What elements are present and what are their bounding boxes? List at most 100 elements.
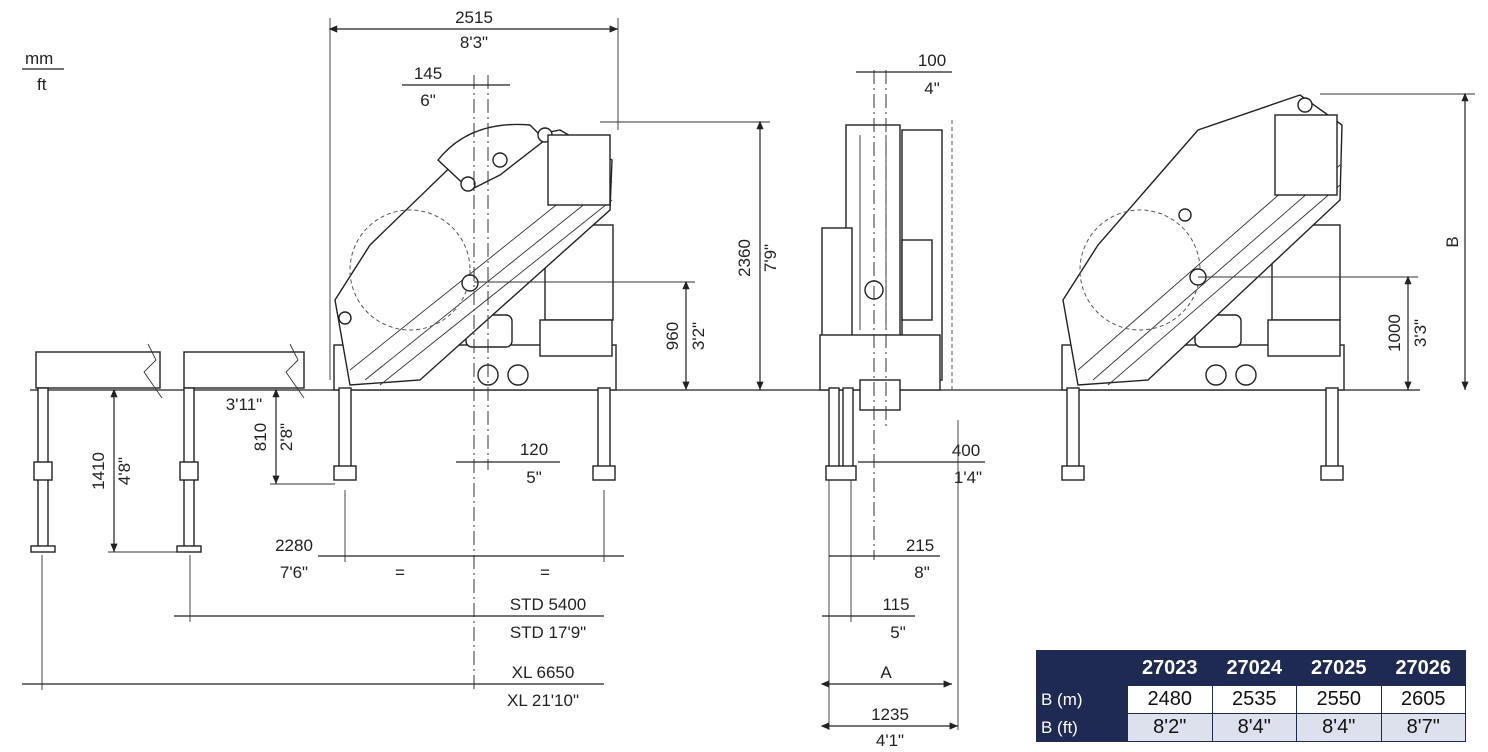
table-cell: 8'4" [1211, 713, 1297, 742]
dim-115-ft: 5" [890, 623, 906, 642]
control-box [539, 319, 613, 357]
boom-pin-4 [338, 311, 352, 325]
dim-2280-mm: 2280 [275, 536, 313, 555]
outrigger-joint-2 [179, 461, 199, 481]
dim-145-ft: 6" [420, 91, 436, 110]
table-row: B (m) 2480 2535 2550 2605 [1036, 685, 1466, 714]
dim-2515-mm: 2515 [455, 8, 493, 27]
right-control-valves [1274, 114, 1338, 196]
dim-120-ft: 5" [526, 468, 542, 487]
middle-leg-1 [828, 387, 840, 469]
right-control-box [1267, 319, 1341, 357]
dim-A: A [880, 663, 892, 682]
dim-xl-ft: XL 21'10" [507, 691, 579, 710]
right-leg-right [1325, 387, 1339, 469]
column-main [845, 124, 901, 341]
right-boom-pin-1 [1297, 97, 1313, 113]
row-label-b-ft: B (ft) [1036, 713, 1128, 742]
dim-215-ft: 8" [914, 563, 930, 582]
stabilizer-foot-left [333, 465, 357, 481]
dim-960-mm: 960 [663, 322, 682, 350]
dim-810-mm: 810 [251, 423, 270, 451]
crane-column [334, 129, 613, 386]
right-boom-pin-2 [1178, 208, 1192, 222]
dim-2515-ft: 8'3" [460, 33, 488, 52]
right-crane-column [1062, 94, 1343, 386]
outrigger-foot-1 [30, 545, 56, 553]
middle-foot [825, 465, 857, 481]
dim-1410-ft: 4'8" [115, 457, 134, 485]
frame-rail-center [183, 351, 305, 389]
dim-2280-ft: 7'6" [280, 563, 308, 582]
break-mark-center [285, 343, 305, 399]
table-cell: 8'7" [1380, 713, 1466, 742]
dim-2360-mm: 2360 [735, 239, 754, 277]
dim-1235-mm: 1235 [871, 705, 909, 724]
table-header-model: 27023 [1127, 650, 1213, 686]
boom-sub-block [901, 239, 933, 321]
dim-810-ft: 2'8" [277, 423, 296, 451]
equal-mark-1: = [395, 563, 405, 582]
outrigger-foot-2 [176, 545, 202, 553]
table-row: B (ft) 8'2" 8'4" 8'4" 8'7" [1036, 713, 1466, 742]
right-boom-rail-3 [1107, 184, 1341, 386]
table-header-corner [1036, 650, 1128, 686]
dim-xl-mm: XL 6650 [512, 663, 575, 682]
model-spec-table: 27023 27024 27025 27026 B (m) 2480 2535 … [1036, 650, 1466, 742]
break-mark-left [143, 343, 163, 399]
dim-400-mm: 400 [952, 441, 980, 460]
table-cell: 2605 [1380, 685, 1466, 714]
dim-215-mm: 215 [906, 536, 934, 555]
boom-rail-3 [379, 199, 613, 386]
stabilizer-leg-left [338, 387, 352, 469]
right-leg-left [1066, 387, 1080, 469]
table-header-model: 27026 [1380, 650, 1466, 686]
table-header-model: 27025 [1296, 650, 1382, 686]
outrigger-joint-1 [33, 461, 53, 481]
middle-leg-2 [842, 387, 854, 469]
control-valves [547, 134, 611, 206]
dim-3-11: 3'11" [226, 395, 262, 414]
left-crane-view [30, 75, 617, 690]
table-cell: 8'4" [1296, 713, 1382, 742]
table-header-row: 27023 27024 27025 27026 [1036, 650, 1466, 686]
dim-120-mm: 120 [520, 440, 548, 459]
slewing-circle [349, 209, 471, 331]
dim-100-mm: 100 [918, 51, 946, 70]
left-view-dimensions: 2515 8'3" 145 6" 2360 7'9" 960 3'2" 3'11… [22, 8, 780, 710]
dim-145-mm: 145 [414, 64, 442, 83]
unit-ft-label: ft [37, 75, 47, 94]
dim-1410-mm: 1410 [89, 452, 108, 490]
row-label-b-m: B (m) [1036, 685, 1128, 714]
column-side-block [821, 227, 853, 339]
dim-960-ft: 3'2" [689, 322, 708, 350]
right-base-bolt-1 [1205, 364, 1227, 386]
right-boom-rail-2 [1092, 164, 1341, 381]
stabilizer-foot-right [592, 465, 616, 481]
table-cell: 2535 [1211, 685, 1297, 714]
dim-1000-mm: 1000 [1385, 314, 1404, 352]
dim-100-ft: 4" [924, 79, 940, 98]
dim-2360-ft: 7'9" [761, 244, 780, 272]
frame-rail-left [35, 351, 161, 389]
table-cell: 2480 [1127, 685, 1213, 714]
dim-B: B [1443, 236, 1462, 247]
boom-arm [437, 123, 547, 191]
pivot-pin [461, 274, 479, 292]
right-base-bolt-2 [1235, 364, 1257, 386]
table-cell: 2550 [1296, 685, 1382, 714]
table-cell: 8'2" [1127, 713, 1213, 742]
middle-view-dimensions: 100 4" 400 1'4" 215 8" 115 5" A 1235 4'1… [820, 51, 985, 750]
right-foot-left [1061, 465, 1085, 481]
dim-1235-ft: 4'1" [876, 731, 904, 750]
dim-1000-ft: 3'3" [1411, 319, 1430, 347]
dim-std-mm: STD 5400 [510, 595, 587, 614]
unit-mm-label: mm [25, 49, 53, 68]
stabilizer-leg-right [597, 387, 611, 469]
boom-pin-1 [492, 152, 508, 168]
middle-crane-view [819, 70, 953, 560]
dim-std-ft: STD 17'9" [510, 623, 586, 642]
right-foot-right [1320, 465, 1344, 481]
